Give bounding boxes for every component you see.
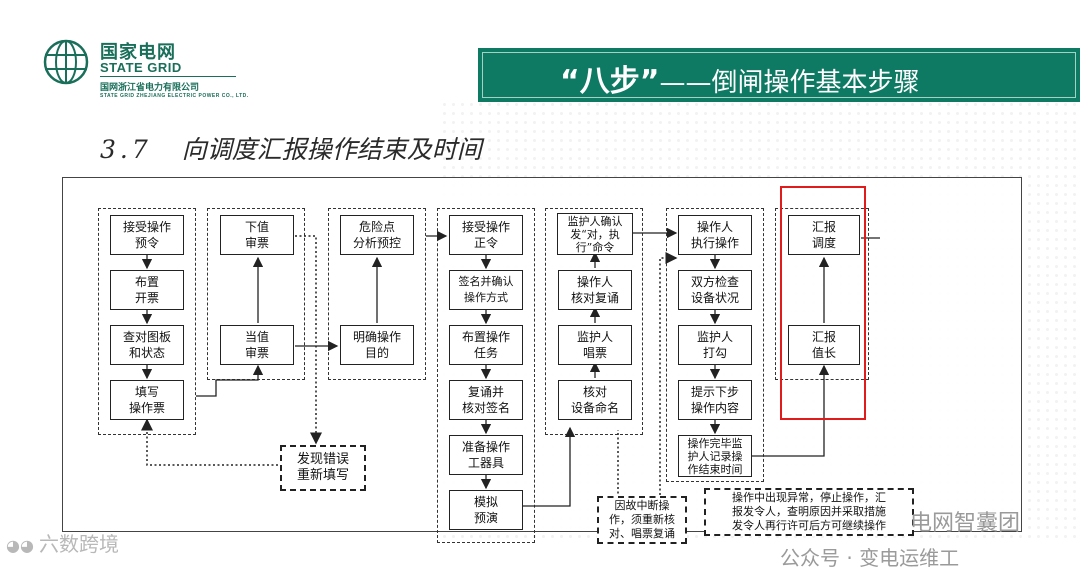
banner-title-quote: “八步” [560, 64, 660, 99]
logo-divider [100, 76, 236, 77]
state-grid-logo-icon [43, 39, 89, 85]
step-group-6 [666, 208, 764, 482]
box-operator-repeat: 操作人 核对复诵 [558, 270, 632, 310]
section-number: 3.7 [100, 135, 152, 164]
logo-en: STATE GRID [100, 60, 182, 75]
banner-title: “八步”——倒闸操作基本步骤 [560, 56, 919, 100]
box-next-shift-review: 下值 审票 [220, 215, 294, 255]
box-risk-analysis: 危险点 分析预控 [340, 215, 414, 255]
watermark-left-icon: ◕◕ [6, 536, 40, 555]
step-group-1 [98, 208, 196, 435]
step-group-3 [328, 208, 426, 380]
watermark-left: ◕◕ 六数跨境 [6, 528, 119, 557]
note-abnormal: 操作中出现异常，停止操作，汇 报发令人，查明原因并采取措施 发令人再行许可后方可… [704, 488, 914, 536]
box-fill-ticket: 填写 操作票 [110, 380, 184, 420]
step-group-4 [437, 208, 535, 543]
logo-company-en: STATE GRID ZHEJIANG ELECTRIC POWER CO., … [100, 93, 249, 99]
box-prepare-tools: 准备操作 工器具 [449, 435, 523, 475]
box-receive-pre-order: 接受操作 预令 [110, 215, 184, 255]
box-repeat-sign: 复诵并 核对签名 [449, 380, 523, 420]
box-sign-confirm: 签名并确认 操作方式 [449, 270, 523, 310]
box-check-device-status: 双方检查 设备状况 [678, 270, 752, 310]
step-group-7 [775, 208, 869, 380]
title-banner-border [482, 52, 1076, 98]
box-record-end-time: 操作完毕监 护人记录操 作结束时间 [678, 435, 752, 477]
note-interrupt: 因故中断操 作，须重新核 对、唱票复诵 [597, 496, 687, 544]
watermark-right: 电网智囊团 [910, 511, 1021, 536]
box-clarify-purpose: 明确操作 目的 [340, 325, 414, 365]
logo-cn: 国家电网 [100, 42, 176, 63]
step-group-5 [545, 208, 643, 435]
section-text: 向调度汇报操作结束及时间 [181, 135, 482, 164]
box-check-device-name: 核对 设备命名 [558, 380, 632, 420]
highlight-frame [780, 186, 866, 420]
banner-title-rest: ——倒闸操作基本步骤 [659, 68, 920, 98]
box-check-board: 查对图板 和状态 [110, 325, 184, 365]
box-guardian-read: 监护人 唱票 [558, 325, 632, 365]
box-operator-execute: 操作人 执行操作 [678, 215, 752, 255]
box-arrange-task: 布置操作 任务 [449, 325, 523, 365]
box-current-shift-review: 当值 审票 [220, 325, 294, 365]
box-prompt-next: 提示下步 操作内容 [678, 380, 752, 420]
box-simulate: 模拟 预演 [449, 490, 523, 530]
box-report-dispatch: 汇报 调度 [788, 215, 860, 255]
title-banner [478, 48, 1080, 102]
note-error-refill: 发现错误 重新填写 [280, 445, 366, 491]
section-title: 3.7 向调度汇报操作结束及时间 [100, 130, 482, 166]
watermark-bottom: 公众号 · 变电运维工 [780, 546, 960, 570]
box-arrange-ticket: 布置 开票 [110, 270, 184, 310]
box-receive-order: 接受操作 正令 [449, 215, 523, 255]
box-guardian-confirm: 监护人确认 发“对，执 行”命令 [557, 213, 633, 255]
logo-company: 国网浙江省电力有限公司 [100, 83, 200, 93]
box-report-shift-leader: 汇报 值长 [788, 325, 860, 365]
box-guardian-tick: 监护人 打勾 [678, 325, 752, 365]
watermark-left-text: 六数跨境 [39, 532, 120, 556]
